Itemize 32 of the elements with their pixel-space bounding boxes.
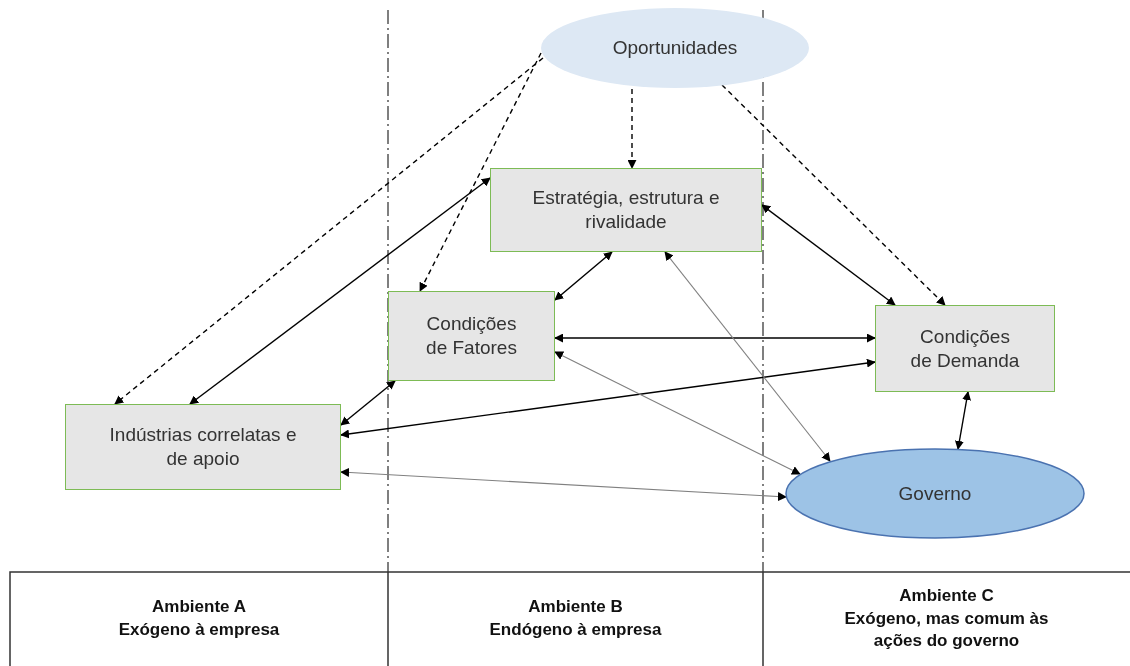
arrow [340,380,396,426]
arrow [114,57,544,405]
node-label: Oportunidades [612,36,738,60]
node-label: Condições de Demanda [909,324,1021,373]
arrow [721,84,946,306]
table-text: Ambiente C [899,584,994,607]
opportunity-ellipse [540,7,810,89]
arrow [627,88,637,169]
arrow [664,251,831,462]
process-box [875,305,1055,392]
arrow [340,467,787,502]
arrow [340,358,876,439]
government-ellipse [785,448,1085,539]
process-box [490,168,762,252]
arrow [554,251,613,301]
node-label: Governo [898,481,972,506]
process-box [65,404,341,490]
table-text: Exógeno, mas comum às ações do governo [843,607,1050,653]
node-label: Indústrias correlatas e de apoio [108,423,298,471]
arrow [419,52,542,292]
arrow [761,204,896,306]
table-text: Ambiente B [528,596,623,619]
arrow [954,391,972,450]
table-text: Endógeno à empresa [489,619,662,641]
table-text: Ambiente A [152,596,246,619]
node-label: Estratégia, estrutura e rivalidade [531,186,721,234]
arrow [189,177,491,405]
arrow [554,351,801,475]
arrow [554,333,876,343]
table-text: Exógeno à empresa [118,619,280,641]
node-label: Condições de Fatores [425,312,518,360]
process-box [388,291,555,381]
